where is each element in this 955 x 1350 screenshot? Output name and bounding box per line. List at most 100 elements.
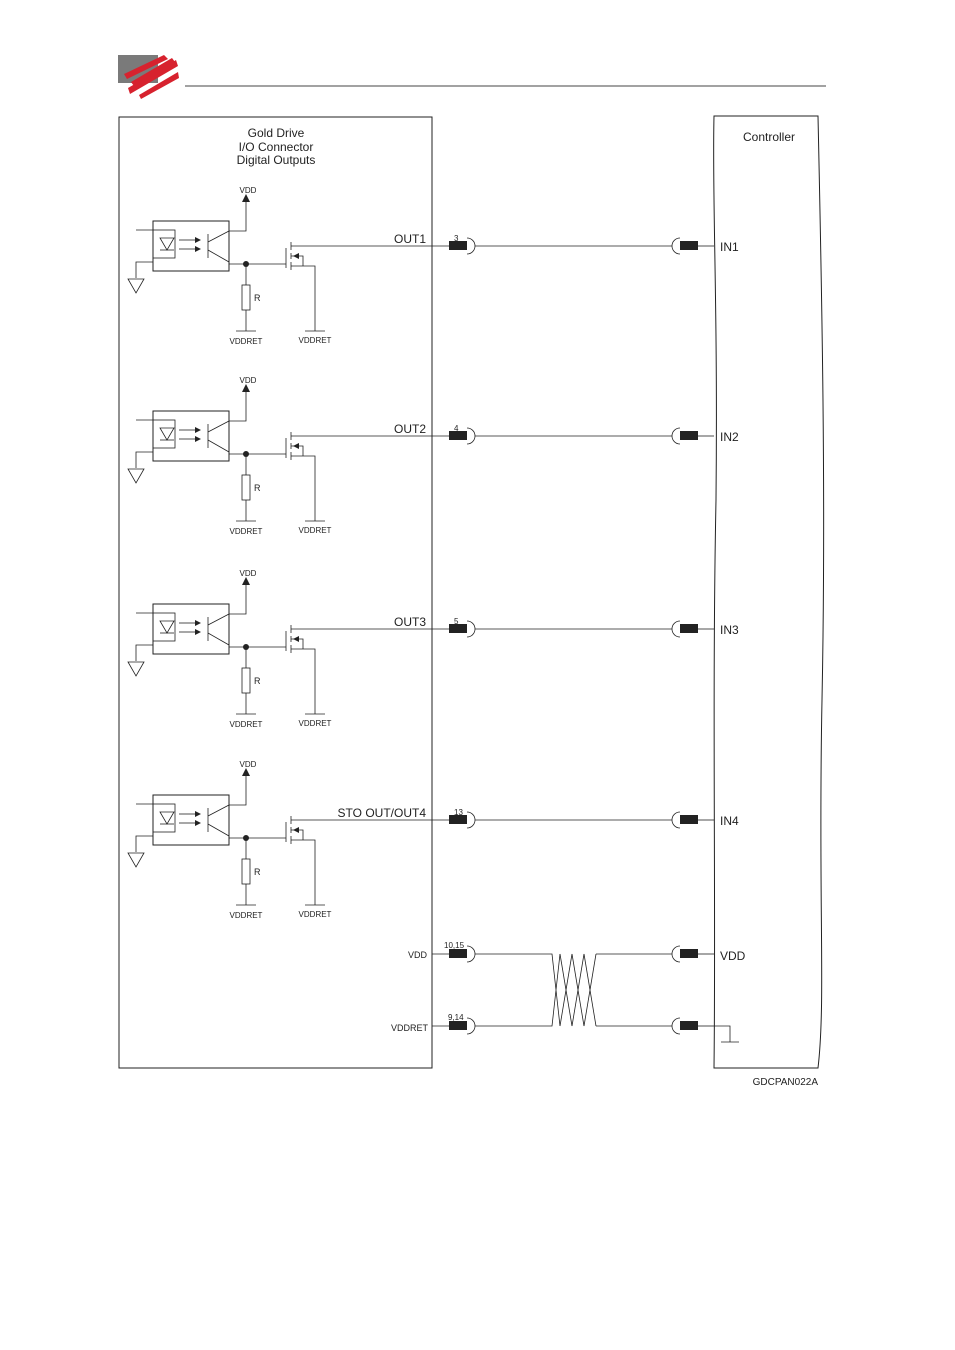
controller-pin-block bbox=[680, 815, 698, 824]
fet-source-wire bbox=[291, 456, 315, 521]
led-frame bbox=[153, 420, 175, 448]
pin-number: 5 bbox=[454, 617, 459, 626]
vddret-label-res: VDDRET bbox=[230, 720, 263, 729]
power-section: VDD 10,15 VDD VDDRET 9,14 bbox=[391, 941, 746, 1042]
transistor-emitter bbox=[208, 440, 229, 452]
transistor-collector bbox=[208, 614, 229, 625]
fet-arrow bbox=[293, 636, 299, 642]
controller-pin-block bbox=[680, 1021, 698, 1030]
controller-pin-socket bbox=[672, 812, 680, 828]
vdd-label: VDD bbox=[240, 569, 257, 578]
vdd-wire bbox=[229, 583, 246, 614]
controller-pin-socket bbox=[672, 1018, 680, 1034]
drive-box bbox=[119, 117, 432, 1068]
ground-symbol bbox=[128, 853, 144, 867]
twisted-pair-right bbox=[596, 954, 672, 1026]
controller-pin-socket bbox=[672, 946, 680, 962]
pin-number: 4 bbox=[454, 424, 459, 433]
vdd-arrow bbox=[242, 577, 250, 585]
power-vdd-input: VDD bbox=[720, 949, 746, 963]
vdd-label: VDD bbox=[240, 376, 257, 385]
light-arrowhead-1 bbox=[195, 620, 201, 626]
light-arrowhead-2 bbox=[195, 246, 201, 252]
twisted-pair-loop-3 bbox=[584, 954, 596, 1026]
led-frame bbox=[153, 804, 175, 832]
figure-id: GDCPAN022A bbox=[753, 1077, 819, 1088]
controller-pin-socket bbox=[672, 621, 680, 637]
vdd-arrow bbox=[242, 384, 250, 392]
transistor-collector bbox=[208, 231, 229, 242]
input-label: IN1 bbox=[720, 240, 739, 254]
resistor bbox=[242, 668, 250, 693]
drive-pin-socket bbox=[467, 1018, 475, 1034]
fet-source-wire bbox=[291, 266, 315, 331]
resistor bbox=[242, 859, 250, 884]
drive-title-line-1: Gold Drive bbox=[248, 126, 305, 140]
controller-pin-block bbox=[680, 431, 698, 440]
controller-pin-block bbox=[680, 241, 698, 250]
company-logo bbox=[118, 55, 179, 99]
transistor-collector bbox=[208, 805, 229, 816]
vdd-wire bbox=[229, 774, 246, 805]
drive-pin-block bbox=[449, 949, 467, 958]
led-frame bbox=[153, 230, 175, 258]
twisted-pair-loop-1 bbox=[560, 954, 572, 1026]
vddret-label-fet: VDDRET bbox=[299, 910, 332, 919]
vdd-label: VDD bbox=[240, 760, 257, 769]
resistor bbox=[242, 475, 250, 500]
controller-pin-block bbox=[680, 949, 698, 958]
ground-symbol bbox=[128, 469, 144, 483]
controller-pin-block bbox=[680, 624, 698, 633]
output-label: OUT2 bbox=[394, 422, 426, 436]
output-label: OUT1 bbox=[394, 232, 426, 246]
vddret-label-fet: VDDRET bbox=[299, 719, 332, 728]
power-vdd-label: VDD bbox=[408, 950, 428, 960]
vddret-label-res: VDDRET bbox=[230, 337, 263, 346]
input-label: IN4 bbox=[720, 814, 739, 828]
controller-pin-socket bbox=[672, 428, 680, 444]
vddret-label-res: VDDRET bbox=[230, 911, 263, 920]
led-frame bbox=[153, 613, 175, 641]
light-arrowhead-2 bbox=[195, 629, 201, 635]
controller-box bbox=[714, 116, 824, 1068]
drive-title-line-2: I/O Connector bbox=[239, 140, 314, 154]
vddret-label-fet: VDDRET bbox=[299, 526, 332, 535]
resistor-label: R bbox=[254, 676, 261, 686]
led-ground-lead bbox=[136, 836, 153, 852]
led-ground-lead bbox=[136, 645, 153, 661]
light-arrowhead-2 bbox=[195, 820, 201, 826]
power-vdd-pin: 10,15 bbox=[444, 941, 465, 950]
vdd-arrow bbox=[242, 768, 250, 776]
drive-pin-socket bbox=[467, 946, 475, 962]
led-triangle bbox=[160, 428, 174, 440]
drive-pin-socket bbox=[467, 621, 475, 637]
led-triangle bbox=[160, 621, 174, 633]
resistor-label: R bbox=[254, 293, 261, 303]
twisted-pair-loop-2 bbox=[572, 954, 584, 1026]
vddret-label-res: VDDRET bbox=[230, 527, 263, 536]
twisted-pair-left bbox=[475, 954, 560, 1026]
resistor-label: R bbox=[254, 867, 261, 877]
controller-ground-wire bbox=[714, 1026, 730, 1042]
controller-title: Controller bbox=[743, 130, 795, 144]
drive-title-line-3: Digital Outputs bbox=[237, 153, 316, 167]
transistor-emitter bbox=[208, 633, 229, 645]
ground-symbol bbox=[128, 662, 144, 676]
resistor bbox=[242, 285, 250, 310]
transistor-emitter bbox=[208, 824, 229, 836]
power-vddret-label: VDDRET bbox=[391, 1023, 429, 1033]
vddret-label-fet: VDDRET bbox=[299, 336, 332, 345]
controller-pin-socket bbox=[672, 238, 680, 254]
input-label: IN2 bbox=[720, 430, 739, 444]
fet-arrow bbox=[293, 827, 299, 833]
light-arrowhead-1 bbox=[195, 811, 201, 817]
drive-pin-block bbox=[449, 1021, 467, 1030]
vdd-wire bbox=[229, 390, 246, 421]
transistor-emitter bbox=[208, 250, 229, 262]
